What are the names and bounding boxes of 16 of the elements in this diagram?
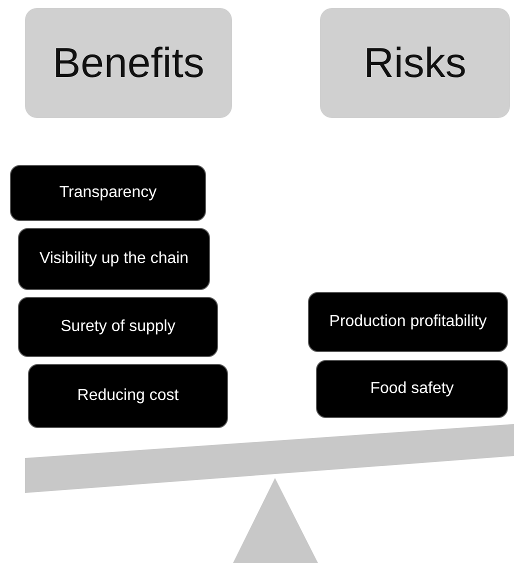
item-card xyxy=(18,297,218,357)
item-card xyxy=(308,292,508,352)
category-title: Benefits xyxy=(52,39,204,87)
item-card xyxy=(18,228,210,290)
item-text: Production profitability xyxy=(329,312,487,332)
item-card xyxy=(10,165,206,221)
item-text: Surety of supply xyxy=(60,317,176,337)
category-box xyxy=(320,8,510,118)
category-title: Risks xyxy=(364,39,466,87)
item-text: Visibility up the chain xyxy=(39,249,189,269)
item-card xyxy=(28,364,228,428)
item-text: Food safety xyxy=(370,379,454,399)
item-text: Transparency xyxy=(59,183,157,203)
item-card xyxy=(316,360,508,418)
category-box xyxy=(25,8,232,118)
item-text: Reducing cost xyxy=(77,386,179,406)
